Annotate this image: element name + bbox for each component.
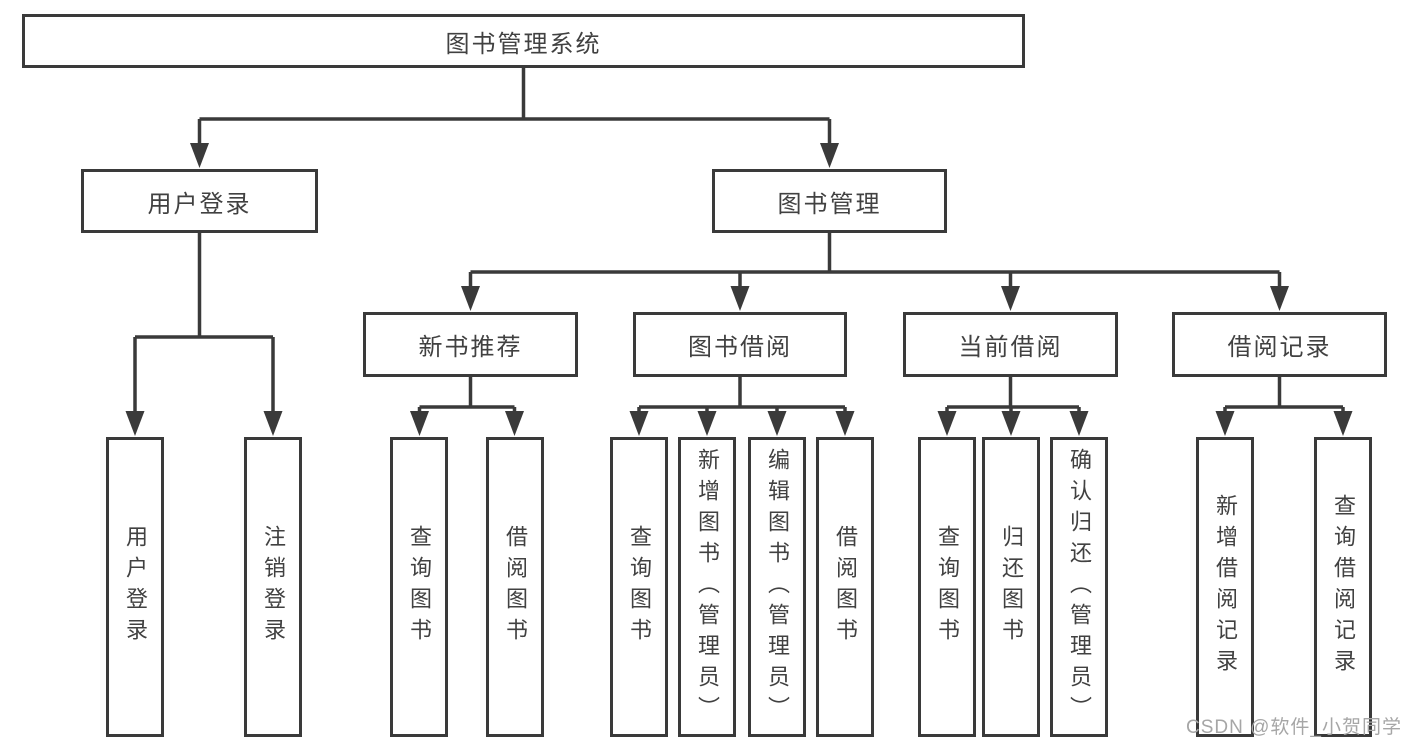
leaf-records-add-record: 新增借阅记录: [1196, 437, 1254, 737]
node-label: 查询图书: [935, 525, 960, 649]
leaf-recommend-query-books: 查询图书: [390, 437, 448, 737]
node-book-borrow: 图书借阅: [633, 312, 847, 377]
node-book-management: 图书管理: [712, 169, 947, 233]
leaf-current-return-books: 归还图书: [982, 437, 1040, 737]
node-label: 新增图书（管理员）: [695, 447, 720, 727]
node-borrow-records: 借阅记录: [1172, 312, 1387, 377]
node-current-borrow: 当前借阅: [903, 312, 1118, 377]
leaf-recommend-borrow-books: 借阅图书: [486, 437, 544, 737]
leaf-user-login: 用户登录: [106, 437, 164, 737]
leaf-current-query-books: 查询图书: [918, 437, 976, 737]
node-label: 查询图书: [407, 525, 432, 649]
node-label: 图书管理: [777, 190, 882, 218]
node-label: 新书推荐: [418, 334, 523, 361]
node-user-login: 用户登录: [81, 169, 318, 233]
node-label: 查询图书: [627, 525, 652, 649]
leaf-borrow-add-books-admin: 新增图书（管理员）: [678, 437, 736, 737]
node-library-management-system: 图书管理系统: [22, 14, 1025, 68]
leaf-borrow-query-books: 查询图书: [610, 437, 668, 737]
node-new-book-recommend: 新书推荐: [363, 312, 578, 377]
node-label: 借阅记录: [1227, 334, 1332, 361]
node-label: 借阅图书: [503, 525, 528, 649]
leaf-logout: 注销登录: [244, 437, 302, 737]
node-label: 图书借阅: [688, 334, 792, 361]
node-label: 新增借阅记录: [1213, 494, 1238, 680]
leaf-borrow-borrow-books: 借阅图书: [816, 437, 874, 737]
node-label: 注销登录: [261, 525, 286, 649]
node-label: 用户登录: [147, 190, 252, 218]
leaf-current-confirm-return-admin: 确认归还（管理员）: [1050, 437, 1108, 737]
node-label: 确认归还（管理员）: [1067, 447, 1092, 727]
node-label: 当前借阅: [958, 334, 1063, 361]
leaf-borrow-edit-books-admin: 编辑图书（管理员）: [748, 437, 806, 737]
node-label: 图书管理系统: [445, 30, 602, 58]
node-label: 用户登录: [123, 525, 148, 649]
leaf-records-query-record: 查询借阅记录: [1314, 437, 1372, 737]
node-label: 编辑图书（管理员）: [765, 447, 790, 727]
node-label: 归还图书: [999, 525, 1024, 649]
node-label: 查询借阅记录: [1331, 494, 1356, 680]
node-label: 借阅图书: [833, 525, 858, 649]
csdn-watermark: CSDN @软件_小贺同学: [1186, 717, 1402, 738]
